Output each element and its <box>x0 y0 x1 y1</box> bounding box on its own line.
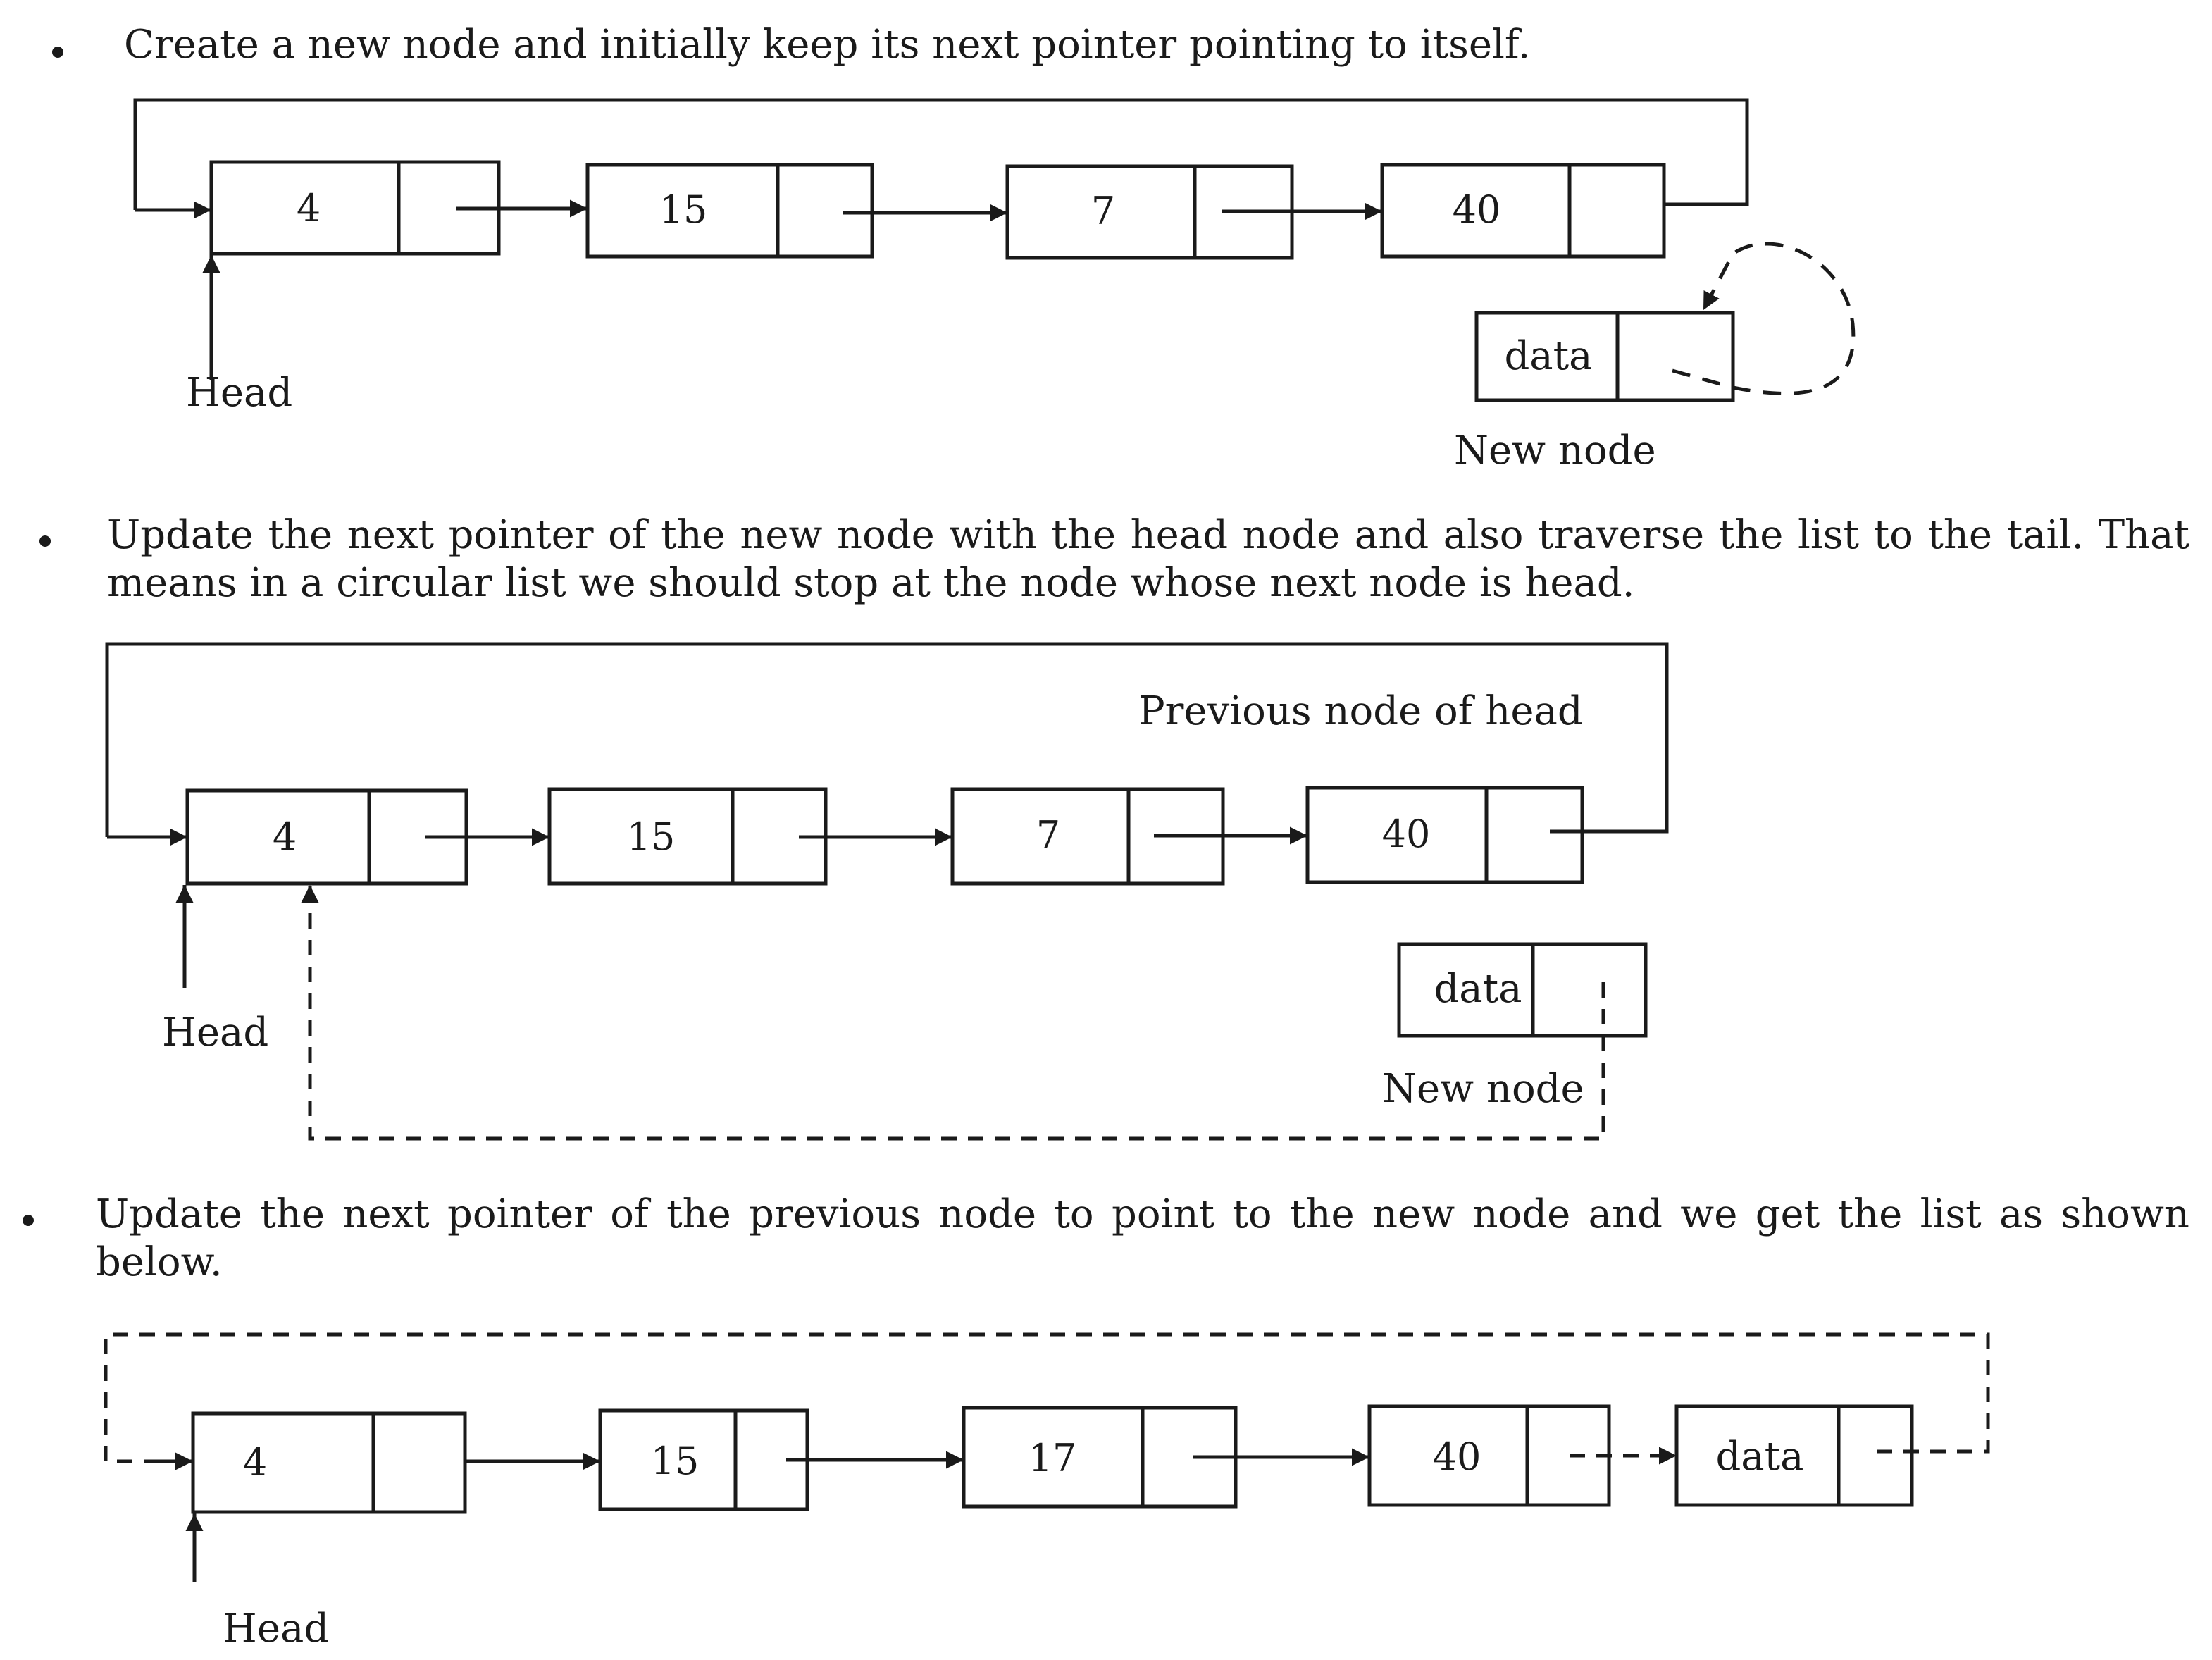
node-value: 15 <box>627 814 676 859</box>
circular-link-line <box>133 98 1749 210</box>
step-3-text: Update the next pointer of the previous … <box>96 1191 2189 1285</box>
list-node <box>585 163 874 259</box>
bullet-icon <box>39 535 51 547</box>
bullet-icon <box>52 47 63 58</box>
list-node <box>191 1411 467 1514</box>
previous-node-annotation: Previous node of head <box>1138 688 1583 734</box>
new-node-data: data <box>1434 966 1522 1012</box>
list-node <box>598 1408 809 1511</box>
bullet-icon <box>23 1215 34 1226</box>
new-node-data: data <box>1504 333 1592 379</box>
new-node <box>1474 311 1735 402</box>
node-value: 17 <box>1029 1436 1077 1480</box>
node-value: 4 <box>273 814 297 859</box>
list-node <box>1674 1404 1914 1507</box>
list-node <box>1380 163 1666 259</box>
list-node <box>209 160 501 256</box>
node-value: 4 <box>243 1440 267 1485</box>
step-1-text: Create a new node and initially keep its… <box>124 22 1531 68</box>
new-node-label: New node <box>1382 1066 1584 1112</box>
new-node-to-head-arrow <box>301 885 1605 1141</box>
self-pointer-arrow <box>1672 242 1856 395</box>
node-value: 40 <box>1382 812 1431 856</box>
node-value: 7 <box>1036 813 1060 857</box>
new-node-label: New node <box>1454 428 1656 473</box>
list-node <box>547 787 828 886</box>
circular-link-line <box>105 642 1669 837</box>
head-label: Head <box>162 1010 268 1055</box>
node-value: 15 <box>651 1439 700 1483</box>
step-2-text: Update the next pointer of the new node … <box>107 512 2189 606</box>
circular-link-line <box>104 1332 1990 1463</box>
node-value: 7 <box>1091 189 1115 233</box>
node-value: 40 <box>1433 1435 1481 1479</box>
step-2-diagram: 4 15 7 40 data Previous node of head Hea… <box>105 642 1669 1141</box>
head-label: Head <box>223 1606 329 1652</box>
list-node <box>185 788 468 886</box>
new-node <box>1397 942 1648 1038</box>
list-node <box>1305 786 1584 884</box>
step-3-diagram: 4 15 17 40 data Head <box>104 1332 1990 1652</box>
node-value: 15 <box>659 187 708 232</box>
node-value: data <box>1715 1434 1803 1480</box>
step-1-diagram: 4 15 7 40 data Head New node <box>133 98 1856 473</box>
node-value: 4 <box>297 186 321 230</box>
head-label: Head <box>186 370 292 416</box>
node-value: 40 <box>1453 187 1501 232</box>
